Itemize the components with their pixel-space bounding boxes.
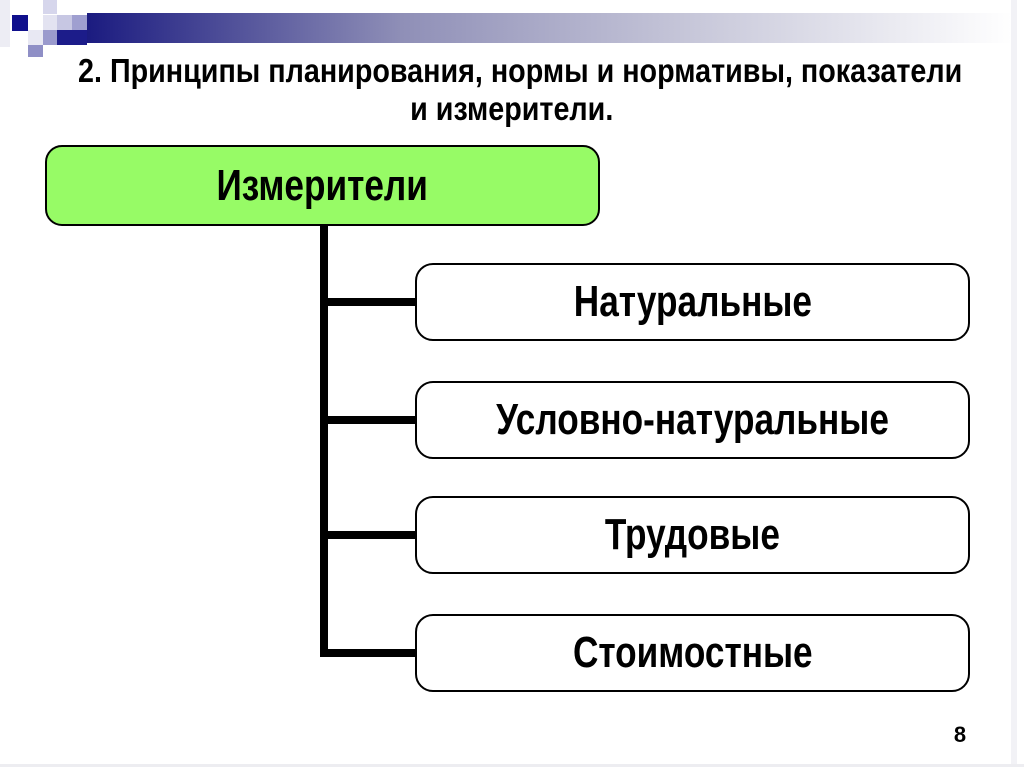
- tree-trunk-line: [320, 224, 328, 657]
- decoration-square: [28, 30, 43, 45]
- decoration-square: [43, 15, 57, 30]
- decoration-square: [12, 15, 28, 31]
- slide-title-line1: 2. Принципы планирования, нормы и нормат…: [78, 52, 963, 89]
- diagram-child-label: Натуральные: [573, 277, 812, 326]
- slide-title-line2: и измерители.: [410, 90, 614, 127]
- connector-line: [320, 531, 417, 539]
- diagram-child-label: Трудовые: [604, 510, 781, 559]
- header-gradient-bar: [87, 13, 1012, 43]
- slide-title: 2. Принципы планирования, нормы и нормат…: [12, 52, 1012, 128]
- connector-line: [320, 649, 417, 657]
- page-number: 8: [953, 722, 967, 747]
- decoration-square: [43, 30, 57, 45]
- diagram-child-node: Трудовые: [415, 496, 970, 574]
- diagram-child-node: Стоимостные: [415, 614, 970, 692]
- diagram-root-node: Измерители: [45, 145, 600, 226]
- connector-line: [320, 416, 417, 424]
- diagram-root-label: Измерители: [216, 160, 429, 210]
- connector-line: [320, 298, 417, 306]
- right-edge-strip: [1011, 0, 1017, 767]
- decoration-square: [28, 45, 43, 57]
- diagram-child-node: Условно-натуральные: [415, 381, 970, 459]
- decoration-square: [43, 0, 57, 14]
- decoration-square: [72, 15, 87, 30]
- decoration-square: [57, 30, 87, 45]
- decoration-square: [0, 0, 10, 47]
- diagram-child-label: Условно-натуральные: [496, 395, 889, 444]
- decoration-square: [57, 15, 72, 30]
- diagram-child-label: Стоимостные: [572, 628, 813, 677]
- diagram-child-node: Натуральные: [415, 263, 970, 341]
- bottom-edge-strip: [0, 764, 1024, 767]
